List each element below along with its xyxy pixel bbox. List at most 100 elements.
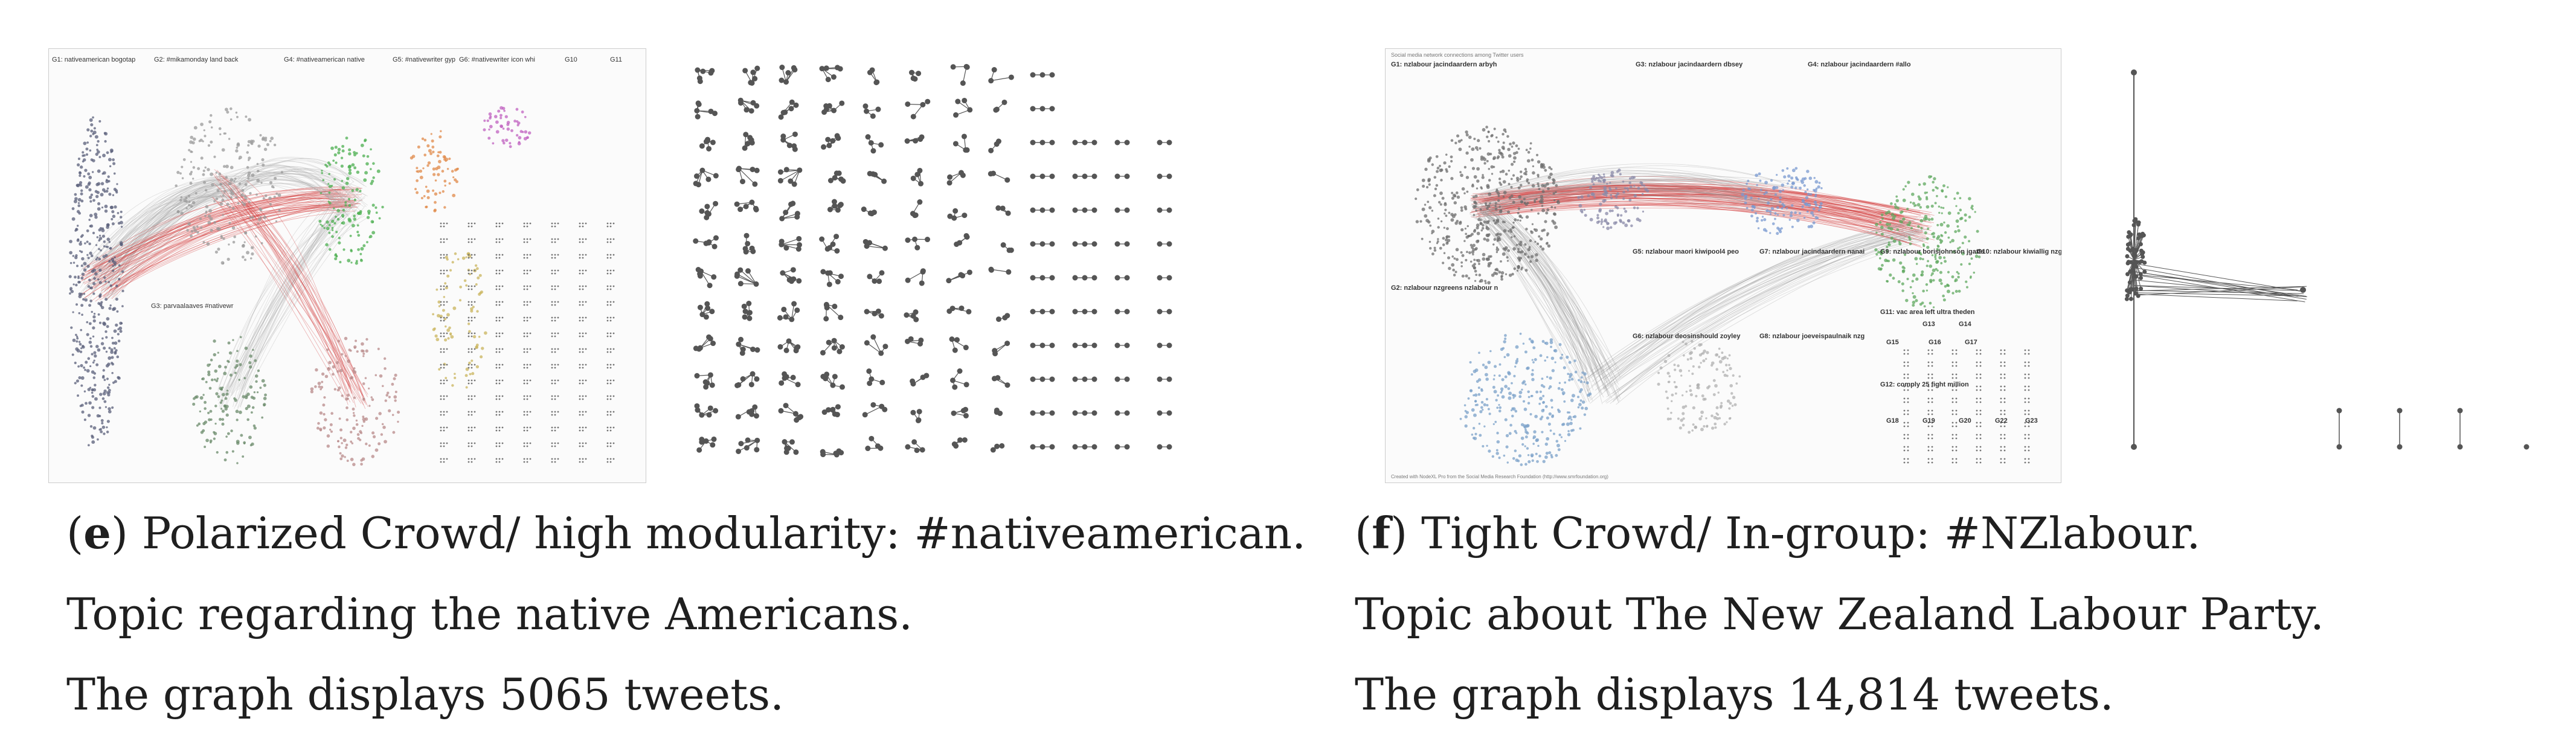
network-node <box>185 207 188 210</box>
network-node <box>498 395 501 397</box>
network-node <box>464 374 468 377</box>
network-node <box>1498 205 1501 208</box>
network-node <box>1927 421 1930 424</box>
network-node <box>192 402 196 406</box>
network-node <box>1589 217 1593 222</box>
network-node <box>106 391 109 394</box>
network-node <box>495 225 498 228</box>
network-node <box>106 431 109 434</box>
network-edge <box>92 194 347 267</box>
network-node <box>1481 176 1485 179</box>
component-node <box>1004 313 1010 319</box>
component-node <box>743 203 749 210</box>
component-node <box>997 411 1003 417</box>
component-node <box>704 210 710 216</box>
network-node <box>1485 398 1489 401</box>
network-edge <box>1470 191 1913 242</box>
network-node <box>1471 373 1473 376</box>
network-node <box>2000 385 2002 388</box>
network-node <box>1615 196 1618 199</box>
network-node <box>87 172 91 176</box>
component-node <box>753 281 759 287</box>
network-node <box>526 364 528 366</box>
network-node <box>273 196 276 199</box>
component-node <box>905 444 911 450</box>
network-node <box>200 226 203 229</box>
network-node <box>108 347 111 350</box>
network-node <box>471 395 473 397</box>
network-node <box>606 316 609 319</box>
network-node <box>443 238 445 240</box>
network-node <box>582 301 584 303</box>
network-node <box>270 136 274 141</box>
network-node <box>82 298 85 301</box>
network-edge <box>228 191 350 394</box>
network-edge <box>110 196 239 299</box>
network-node <box>110 205 114 210</box>
network-node <box>246 418 249 421</box>
component-node <box>693 238 699 244</box>
network-node <box>263 383 266 387</box>
component-node <box>786 143 792 149</box>
network-node <box>420 196 423 200</box>
network-node <box>1718 347 1721 350</box>
network-node <box>221 393 225 397</box>
network-node <box>1443 252 1446 254</box>
network-node <box>1917 195 1921 198</box>
network-node <box>260 242 263 245</box>
network-node <box>440 364 442 366</box>
network-node <box>440 429 442 432</box>
network-node <box>474 254 476 256</box>
network-node <box>1610 171 1614 175</box>
network-node <box>110 348 114 351</box>
network-edge <box>1475 205 1598 380</box>
network-node <box>1419 220 1422 223</box>
network-node <box>526 319 528 322</box>
component-node <box>1166 342 1172 348</box>
network-node <box>1459 220 1462 223</box>
network-node <box>1889 273 1892 277</box>
network-node <box>365 338 368 341</box>
network-node <box>1516 357 1519 360</box>
network-node <box>557 285 559 287</box>
network-edge <box>1473 181 1767 216</box>
component-node <box>865 446 871 452</box>
network-node <box>2003 385 2006 388</box>
network-node <box>92 292 95 295</box>
network-node <box>1912 300 1916 304</box>
network-node <box>1732 396 1736 399</box>
network-node <box>1491 273 1495 277</box>
network-node <box>227 341 231 345</box>
component-node <box>1091 173 1097 179</box>
network-node <box>103 389 107 393</box>
network-node <box>1922 243 1925 246</box>
network-node <box>97 202 101 205</box>
network-node <box>480 355 483 359</box>
network-node <box>1520 200 1523 203</box>
network-node <box>83 390 86 393</box>
network-node <box>1505 173 1508 176</box>
network-node <box>320 385 324 389</box>
network-node <box>245 396 248 399</box>
network-node <box>526 335 528 338</box>
component-node <box>703 314 709 320</box>
component-node <box>955 98 961 104</box>
network-node <box>1498 178 1502 181</box>
network-node <box>554 426 556 429</box>
network-node <box>190 135 193 139</box>
network-node <box>371 231 376 235</box>
network-node <box>1482 444 1485 448</box>
network-node <box>1698 417 1702 421</box>
network-node <box>335 255 338 257</box>
network-edge <box>108 193 220 300</box>
network-node <box>1477 386 1480 389</box>
network-node <box>241 244 245 248</box>
network-node <box>330 412 334 415</box>
network-edge <box>1606 230 1905 370</box>
network-node <box>318 219 322 223</box>
network-node <box>1465 258 1468 261</box>
network-node <box>335 360 339 365</box>
network-node <box>446 285 448 287</box>
network-node <box>1958 289 1961 293</box>
network-node <box>103 347 106 350</box>
